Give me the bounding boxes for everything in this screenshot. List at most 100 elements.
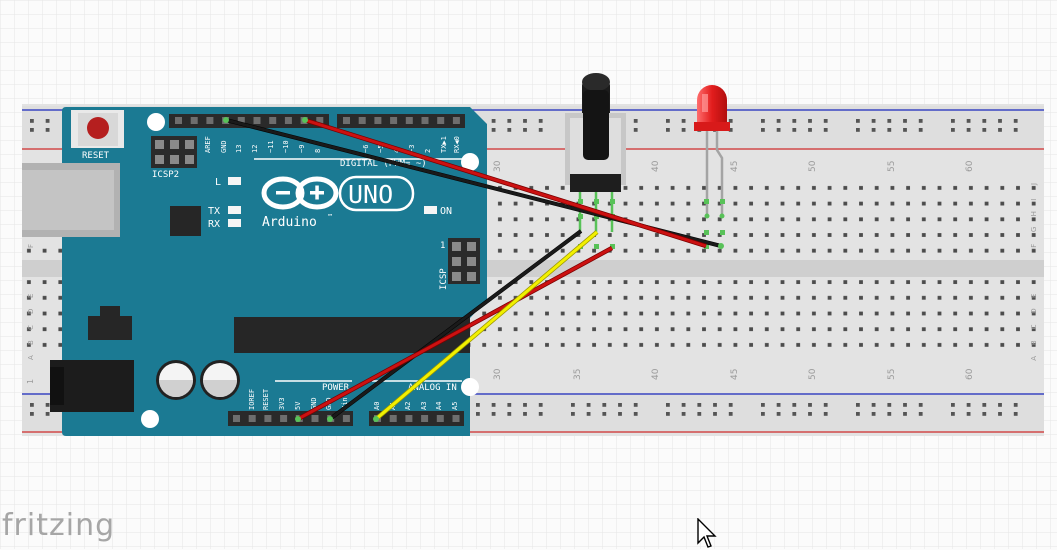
rail-hole[interactable] (808, 128, 812, 132)
rail-hole[interactable] (887, 403, 892, 407)
rail-hole[interactable] (538, 119, 543, 123)
rail-hole[interactable] (618, 412, 622, 416)
rail-hole[interactable] (856, 128, 860, 132)
rail-hole[interactable] (871, 119, 876, 123)
rail-hole[interactable] (966, 119, 971, 123)
rail-hole[interactable] (618, 403, 622, 407)
reset-button-cap[interactable] (87, 117, 109, 139)
rail-hole[interactable] (45, 119, 50, 123)
rail-hole[interactable] (728, 119, 733, 123)
rail-hole[interactable] (728, 128, 733, 132)
rail-hole[interactable] (45, 128, 50, 132)
rail-hole[interactable] (776, 403, 781, 407)
rail-hole[interactable] (491, 128, 496, 132)
rail-hole[interactable] (792, 412, 797, 416)
rail-hole[interactable] (586, 412, 591, 416)
rail-hole[interactable] (871, 403, 876, 407)
pin-socket[interactable] (316, 117, 324, 124)
potentiometer[interactable] (565, 73, 626, 232)
rail-hole[interactable] (903, 119, 907, 123)
pin-socket[interactable] (269, 117, 277, 124)
rail-hole[interactable] (887, 128, 892, 132)
rail-hole[interactable] (761, 128, 765, 132)
pin-socket[interactable] (405, 415, 413, 422)
rail-hole[interactable] (602, 412, 607, 416)
rail-hole[interactable] (538, 128, 543, 132)
rail-hole[interactable] (681, 128, 686, 132)
pin-socket[interactable] (190, 117, 198, 124)
rail-hole[interactable] (633, 403, 638, 407)
rail-hole[interactable] (823, 119, 828, 123)
rail-hole[interactable] (918, 412, 923, 416)
rail-hole[interactable] (823, 412, 828, 416)
rail-hole[interactable] (918, 403, 923, 407)
rail-hole[interactable] (856, 412, 860, 416)
rail-hole[interactable] (982, 403, 987, 407)
rail-hole[interactable] (697, 412, 702, 416)
rail-hole[interactable] (30, 128, 34, 132)
pin-socket[interactable] (389, 415, 397, 422)
wires[interactable] (223, 117, 724, 422)
rail-hole[interactable] (887, 119, 892, 123)
pin-socket[interactable] (280, 415, 288, 422)
rail-hole[interactable] (903, 403, 907, 407)
pin-socket[interactable] (390, 117, 398, 124)
rail-hole[interactable] (951, 412, 955, 416)
pin-socket[interactable] (342, 415, 350, 422)
rail-hole[interactable] (666, 412, 670, 416)
rail-hole[interactable] (792, 403, 797, 407)
rail-hole[interactable] (761, 403, 765, 407)
rail-hole[interactable] (808, 412, 812, 416)
rail-hole[interactable] (491, 119, 496, 123)
pin-socket[interactable] (374, 117, 382, 124)
rail-hole[interactable] (761, 119, 765, 123)
rail-hole[interactable] (713, 412, 717, 416)
rail-hole[interactable] (45, 403, 50, 407)
rail-hole[interactable] (507, 412, 512, 416)
pin-socket[interactable] (311, 415, 319, 422)
rail-hole[interactable] (666, 128, 670, 132)
rail-hole[interactable] (776, 412, 781, 416)
rail-hole[interactable] (697, 403, 702, 407)
rail-hole[interactable] (951, 128, 955, 132)
pin-socket[interactable] (248, 415, 256, 422)
pin-socket[interactable] (233, 415, 240, 422)
pin-socket[interactable] (421, 415, 429, 422)
rail-hole[interactable] (491, 403, 496, 407)
rail-hole[interactable] (602, 403, 607, 407)
rail-hole[interactable] (633, 119, 638, 123)
rail-hole[interactable] (507, 403, 512, 407)
rail-hole[interactable] (523, 403, 527, 407)
rail-hole[interactable] (666, 119, 670, 123)
rail-hole[interactable] (491, 412, 496, 416)
rail-hole[interactable] (998, 412, 1002, 416)
rail-hole[interactable] (1013, 128, 1018, 132)
rail-hole[interactable] (776, 128, 781, 132)
rail-hole[interactable] (1013, 412, 1018, 416)
rail-hole[interactable] (728, 403, 733, 407)
rail-hole[interactable] (792, 119, 797, 123)
analog-header[interactable] (369, 411, 464, 426)
pin-socket[interactable] (436, 415, 444, 422)
rail-hole[interactable] (681, 403, 686, 407)
rail-hole[interactable] (966, 128, 971, 132)
pin-socket[interactable] (253, 117, 261, 124)
rail-hole[interactable] (571, 412, 575, 416)
rail-hole[interactable] (808, 119, 812, 123)
rail-hole[interactable] (507, 119, 512, 123)
rail-hole[interactable] (633, 412, 638, 416)
rail-hole[interactable] (476, 412, 480, 416)
rail-hole[interactable] (538, 403, 543, 407)
pin-socket[interactable] (264, 415, 272, 422)
rail-hole[interactable] (982, 119, 987, 123)
pin-socket[interactable] (284, 117, 292, 124)
pin-socket[interactable] (452, 117, 460, 124)
rail-hole[interactable] (903, 128, 907, 132)
pin-socket[interactable] (237, 117, 245, 124)
pin-socket[interactable] (405, 117, 413, 124)
rail-hole[interactable] (856, 403, 860, 407)
pin-socket[interactable] (206, 117, 214, 124)
digital-header-2[interactable] (337, 114, 465, 128)
rail-hole[interactable] (681, 412, 686, 416)
